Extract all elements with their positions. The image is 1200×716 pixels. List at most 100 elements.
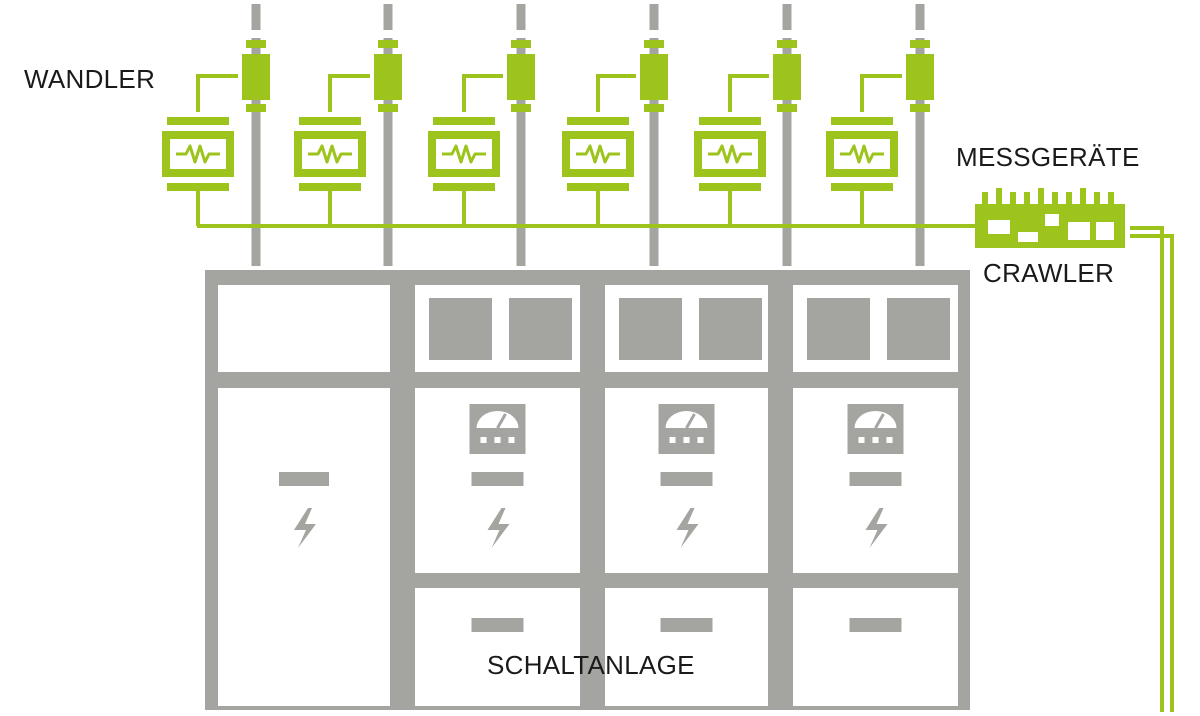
inline-ct-cap — [511, 104, 531, 112]
gauge-button — [872, 437, 879, 443]
wandler-cap — [167, 117, 229, 125]
inline-ct-cap — [511, 40, 531, 48]
device-slot — [1096, 222, 1114, 240]
gauge-button — [858, 437, 865, 443]
ct-wire — [462, 74, 503, 112]
gauge-button — [886, 437, 893, 443]
wandler-cap — [299, 117, 361, 125]
gauge-button — [508, 437, 515, 443]
gauge-face — [854, 411, 897, 428]
gauge-button — [480, 437, 487, 443]
inline-ct-cap — [378, 40, 398, 48]
door-handle — [471, 472, 524, 486]
output-wire — [1130, 234, 1174, 712]
wandler-cap — [831, 183, 893, 191]
resistor-transformer-icon — [576, 144, 620, 164]
gauge-needle — [685, 413, 696, 429]
resistor-transformer-icon — [708, 144, 752, 164]
wandler-cap — [567, 117, 629, 125]
ct-wire — [860, 74, 902, 112]
device-pin — [982, 192, 988, 204]
wandler-cap — [831, 117, 893, 125]
inline-ct-cap — [378, 104, 398, 112]
crawler-label: CRAWLER — [983, 258, 1115, 288]
gauge-face — [665, 411, 708, 428]
ct-wire — [196, 74, 238, 112]
inline-ct-cap — [246, 104, 266, 112]
inline-ct-cap — [644, 104, 664, 112]
wandler-unit — [294, 40, 402, 226]
cabinet-bottom-compartment — [793, 588, 958, 706]
lightning-bolt-icon — [487, 508, 510, 548]
inline-ct-cap — [246, 40, 266, 48]
wandler-cap — [433, 117, 495, 125]
lightning-bolt-icon — [294, 508, 316, 548]
ct-wire — [596, 74, 636, 112]
messgeraete-label: MESSGERÄTE — [956, 142, 1140, 172]
device-slot — [1018, 232, 1038, 242]
indicator-panel — [509, 298, 572, 360]
device-slot — [1045, 214, 1059, 226]
device-pin — [1066, 192, 1072, 204]
cabinet-bottom-compartment — [415, 588, 580, 706]
device-slot — [1068, 222, 1090, 240]
device-pin — [1024, 192, 1030, 204]
inline-ct-body — [374, 54, 402, 100]
wandler-unit — [826, 40, 934, 226]
wandler-cap — [699, 183, 761, 191]
drawer-handle — [660, 618, 713, 632]
device-pin — [1108, 192, 1114, 204]
inline-ct-cap — [777, 104, 797, 112]
inline-ct-body — [906, 54, 934, 100]
wandler-cap — [299, 183, 361, 191]
inline-ct-cap — [644, 40, 664, 48]
drawer-handle — [471, 618, 524, 632]
indicator-panel — [807, 298, 870, 360]
inline-ct-cap — [910, 40, 930, 48]
wandler-cap — [167, 183, 229, 191]
wandler-unit — [428, 40, 535, 226]
inline-ct-body — [640, 54, 668, 100]
cabinet-bottom-compartment — [605, 588, 768, 706]
drawer-handle — [849, 618, 902, 632]
indicator-panel — [699, 298, 762, 360]
device-pin — [1038, 188, 1044, 204]
gauge-needle — [874, 413, 885, 429]
wandler-unit — [694, 40, 801, 226]
gauge-button — [669, 437, 676, 443]
wandler-unit — [562, 40, 668, 226]
analog-gauge-icon — [658, 404, 715, 454]
resistor-transformer-icon — [176, 144, 220, 164]
schaltanlage-cabinet — [205, 270, 970, 710]
door-handle — [660, 472, 713, 486]
gauge-face — [476, 411, 519, 428]
gauge-needle — [496, 413, 507, 429]
device-slot — [988, 220, 1010, 234]
indicator-panel — [429, 298, 492, 360]
device-pin — [1080, 188, 1086, 204]
output-wire — [1130, 226, 1164, 712]
indicator-panel — [619, 298, 682, 360]
device-pin — [1052, 192, 1058, 204]
wandler-cap — [699, 117, 761, 125]
wandler-cap — [567, 183, 629, 191]
wandler-row — [162, 40, 934, 226]
schaltanlage-label: SCHALTANLAGE — [487, 650, 695, 680]
device-pin — [1094, 192, 1100, 204]
inline-ct-cap — [777, 40, 797, 48]
messgeraete-device — [975, 188, 1174, 712]
door-handle — [279, 472, 329, 486]
indicator-panel — [887, 298, 950, 360]
inline-ct-body — [773, 54, 801, 100]
wandler-label: WANDLER — [24, 64, 156, 94]
lightning-bolt-icon — [865, 508, 888, 548]
gauge-button — [494, 437, 501, 443]
lightning-bolt-icon — [676, 508, 699, 548]
resistor-transformer-icon — [840, 144, 884, 164]
analog-gauge-icon — [469, 404, 526, 454]
resistor-transformer-icon — [308, 144, 352, 164]
gauge-button — [697, 437, 704, 443]
inline-ct-body — [507, 54, 535, 100]
ct-wire — [728, 74, 769, 112]
